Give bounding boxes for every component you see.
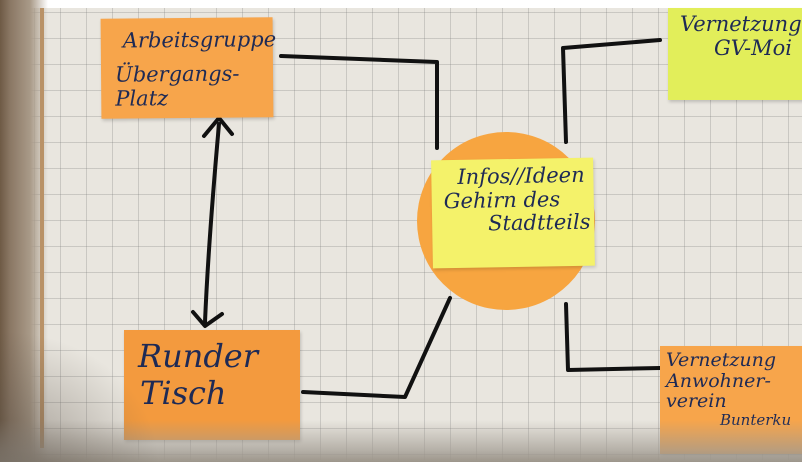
note-text-line: Übergangs-Platz xyxy=(114,61,240,111)
arrow-head-top xyxy=(202,116,234,138)
note-text-line: Arbeitsgruppe xyxy=(122,27,277,53)
arrow-head-bottom xyxy=(191,310,224,328)
double-arrow-line xyxy=(203,122,221,324)
note-text-line: Anwohner- xyxy=(666,369,771,392)
sticky-note-center: Infos//Ideen Gehirn des Stadtteils xyxy=(431,157,595,269)
note-text-line: verein xyxy=(666,390,727,413)
note-text-line: Tisch xyxy=(140,373,227,412)
note-text-line: Infos//Ideen xyxy=(457,162,585,189)
connector-line-arbeitsgruppe xyxy=(279,54,439,150)
note-text-line: GV-Moi xyxy=(714,36,792,61)
connector-line-runder-tisch xyxy=(301,296,452,399)
corner-shadow xyxy=(0,330,160,462)
board-edge xyxy=(40,8,44,448)
sticky-note-vernetzung-gv: Vernetzung GV-Moi xyxy=(668,8,802,100)
note-text-line: Vernetzung xyxy=(666,349,777,371)
note-text-line: Vernetzung xyxy=(680,12,802,36)
connector-line-vernetzung-anwohner xyxy=(564,302,662,372)
note-text-line: Stadtteils xyxy=(487,209,591,236)
connector-line-vernetzung-gv xyxy=(561,38,662,144)
sticky-note-arbeitsgruppe: Arbeitsgruppe Übergangs-Platz xyxy=(100,17,277,119)
note-text-line: Runder xyxy=(138,337,259,375)
